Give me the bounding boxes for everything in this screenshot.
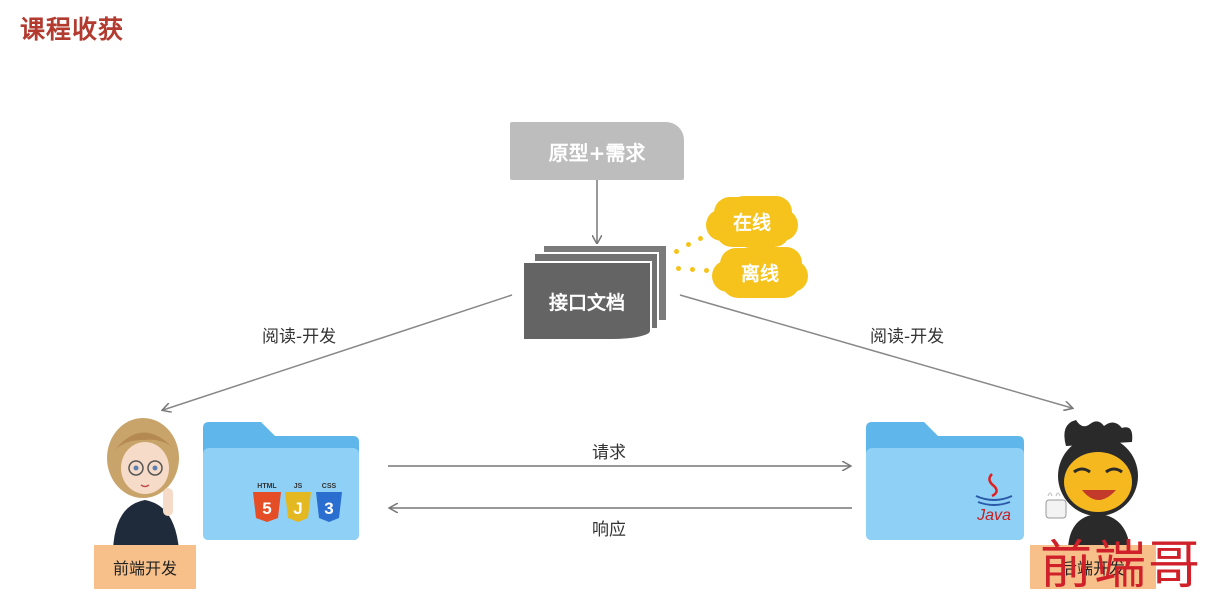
svg-text:J: J	[293, 499, 302, 518]
request-label: 请求	[592, 443, 626, 463]
svg-text:JS: JS	[294, 483, 303, 490]
backend-developer-avatar	[1045, 420, 1138, 548]
page-title: 课程收获	[20, 15, 125, 44]
svg-text:5: 5	[262, 499, 271, 518]
read-develop-right-label: 阅读-开发	[870, 327, 945, 347]
online-cloud: 在线	[718, 203, 786, 239]
svg-text:3: 3	[324, 499, 333, 518]
frontend-tag: 前端开发	[94, 545, 196, 589]
svg-text:HTML: HTML	[257, 483, 277, 490]
offline-cloud: 离线	[724, 254, 796, 290]
backend-tag: 后端开发	[1030, 545, 1156, 589]
js-icon: JS J	[285, 483, 311, 522]
thought-dot	[674, 249, 679, 254]
doc-to-backend-arrow	[679, 294, 1072, 408]
css3-icon: CSS 3	[316, 483, 342, 522]
svg-text:Java: Java	[976, 507, 1011, 524]
thought-dot	[676, 266, 681, 271]
thought-dot	[686, 242, 691, 247]
backend-folder-icon: Java	[866, 422, 1024, 540]
doc-to-frontend-arrow	[163, 294, 513, 410]
api-doc-box: 接口文档	[522, 261, 652, 341]
java-icon: Java	[975, 473, 1013, 524]
requirement-box: 原型+需求	[510, 122, 684, 180]
svg-text:CSS: CSS	[322, 483, 337, 490]
frontend-folder-icon: HTML 5 JS J CSS 3	[203, 422, 359, 540]
response-label: 响应	[592, 520, 626, 540]
html5-icon: HTML 5	[253, 483, 281, 522]
thought-dot	[698, 236, 703, 241]
frontend-developer-avatar	[107, 418, 179, 550]
thought-dot	[704, 268, 709, 273]
thought-dot	[690, 267, 695, 272]
watermark: 前端哥	[1040, 536, 1203, 596]
read-develop-left-label: 阅读-开发	[262, 327, 337, 347]
